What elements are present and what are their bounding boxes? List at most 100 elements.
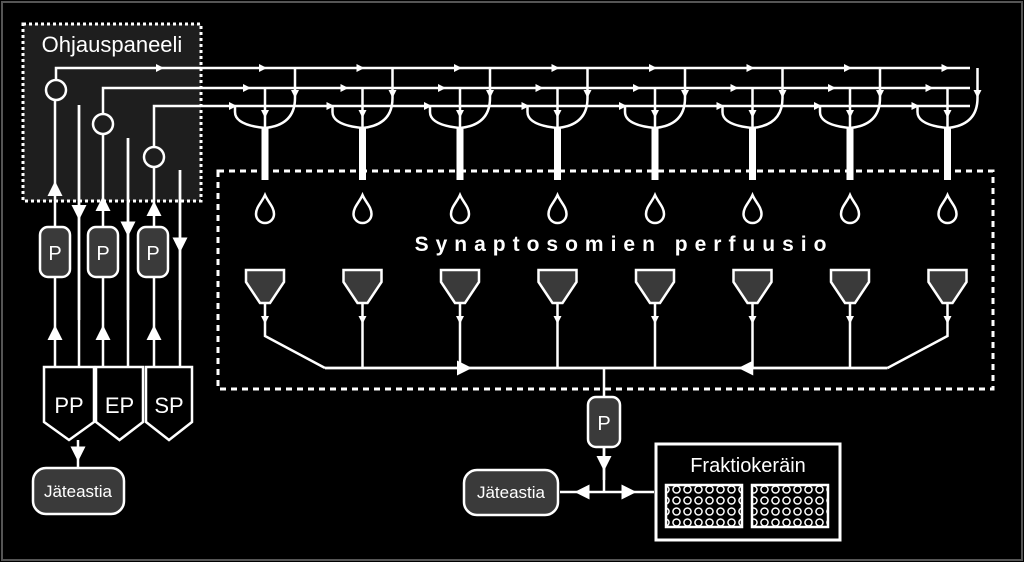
chamber-stem [456,128,464,180]
branch-line [947,68,979,130]
fraction-collector: Fraktiokeräin [654,442,842,542]
flow-arrow [716,102,725,110]
drop-icon [547,191,568,225]
flow-arrow [259,64,267,72]
funnel-icon [634,268,676,305]
reservoir-ep: EP [94,365,145,442]
funnel-icon [732,268,773,305]
flow-arrow [456,110,464,118]
branch-line [818,106,851,130]
perfusion-chamber [233,68,326,370]
flow-arrow [911,102,920,110]
branch-line [264,68,297,130]
drop-icon [644,191,666,225]
flow-arrow [681,90,689,98]
funnel-icon [244,268,286,305]
branch-line [623,106,656,130]
branch-line [362,68,394,130]
funnel-icon [829,268,871,305]
flow-arrow [229,102,237,110]
waste-label: Jäteastia [477,483,546,502]
funnel-icon [439,268,481,305]
flow-arrow [943,316,952,324]
perfusion-title: Synaptosomien perfuusio [415,233,834,256]
drop-icon [254,191,276,225]
branch-line [233,106,266,130]
outlet-line [886,303,949,370]
perfusion-chamber [818,68,884,368]
flow-arrow [553,316,562,324]
reservoirs: PP EP SP [42,365,194,442]
control-panel: Ohjauspaneeli [21,22,203,203]
branch-line [331,106,363,130]
pump-label: P [146,243,159,265]
control-panel-title: Ohjauspaneeli [42,32,183,57]
perfusion-region: Synaptosomien perfuusio [216,169,995,391]
flow-arrow [358,110,367,118]
branch-line [557,68,589,130]
tube-segment [54,66,970,80]
tubing [47,64,970,500]
pump-sp: P [136,225,170,279]
branch-line [849,68,882,130]
valve-icon [44,78,68,102]
reservoir-label: SP [154,393,183,418]
perfusion-chamber [623,68,689,368]
flow-arrow [973,90,982,98]
reservoir-label: EP [105,393,134,418]
tube-segment [152,104,970,147]
outlet-line [263,303,326,370]
drop-icon [839,191,861,225]
source-pumps: P P P P [38,225,622,449]
branch-line [752,68,784,130]
reservoir-label: PP [54,393,83,418]
perfusion-chambers [233,68,982,370]
flow-arrow [651,316,659,324]
flow-arrow [925,84,934,92]
flow-arrow [846,316,854,324]
valve-icon [91,112,115,136]
valve-icon [142,145,166,169]
flow-arrow [651,110,659,118]
flow-arrow [291,90,299,98]
flow-arrow [846,110,854,118]
flow-arrow [454,64,462,72]
pump-label: P [597,413,610,435]
flow-arrow [521,102,530,110]
pump-pp: P [38,225,72,279]
perfusion-chamber [721,68,787,368]
flow-arrow [356,64,365,72]
flow-arrow [876,90,884,98]
funnel-icon [537,268,578,305]
flow-arrow [633,84,641,92]
pump-collection: P [586,395,622,449]
funnel-icon [342,268,383,305]
pump-label: P [96,243,109,265]
collection-rack [664,483,744,529]
flow-arrow [358,316,367,324]
flow-arrow [814,102,822,110]
chamber-stem [846,128,854,180]
flow-arrow [828,84,836,92]
flow-arrow [730,84,739,92]
drop-icon [449,191,471,225]
chamber-stem [359,128,366,180]
branch-line [916,106,948,130]
chamber-stem [651,128,659,180]
flow-arrow [553,110,562,118]
perfusion-region-box [216,169,995,391]
perfusion-chamber [886,68,982,370]
control-panel-box [21,22,203,203]
waste-container-right: Jäteastia [462,468,560,517]
funnel-icon [927,268,968,305]
flow-arrow [748,316,757,324]
perfusion-chamber [428,68,494,368]
flow-arrow [438,84,446,92]
waste-label: Jäteastia [44,482,113,501]
flow-arrow [778,90,787,98]
pump-label: P [48,243,61,265]
reservoir-sp: SP [144,365,194,442]
flow-arrow [943,110,952,118]
branch-line [721,106,753,130]
